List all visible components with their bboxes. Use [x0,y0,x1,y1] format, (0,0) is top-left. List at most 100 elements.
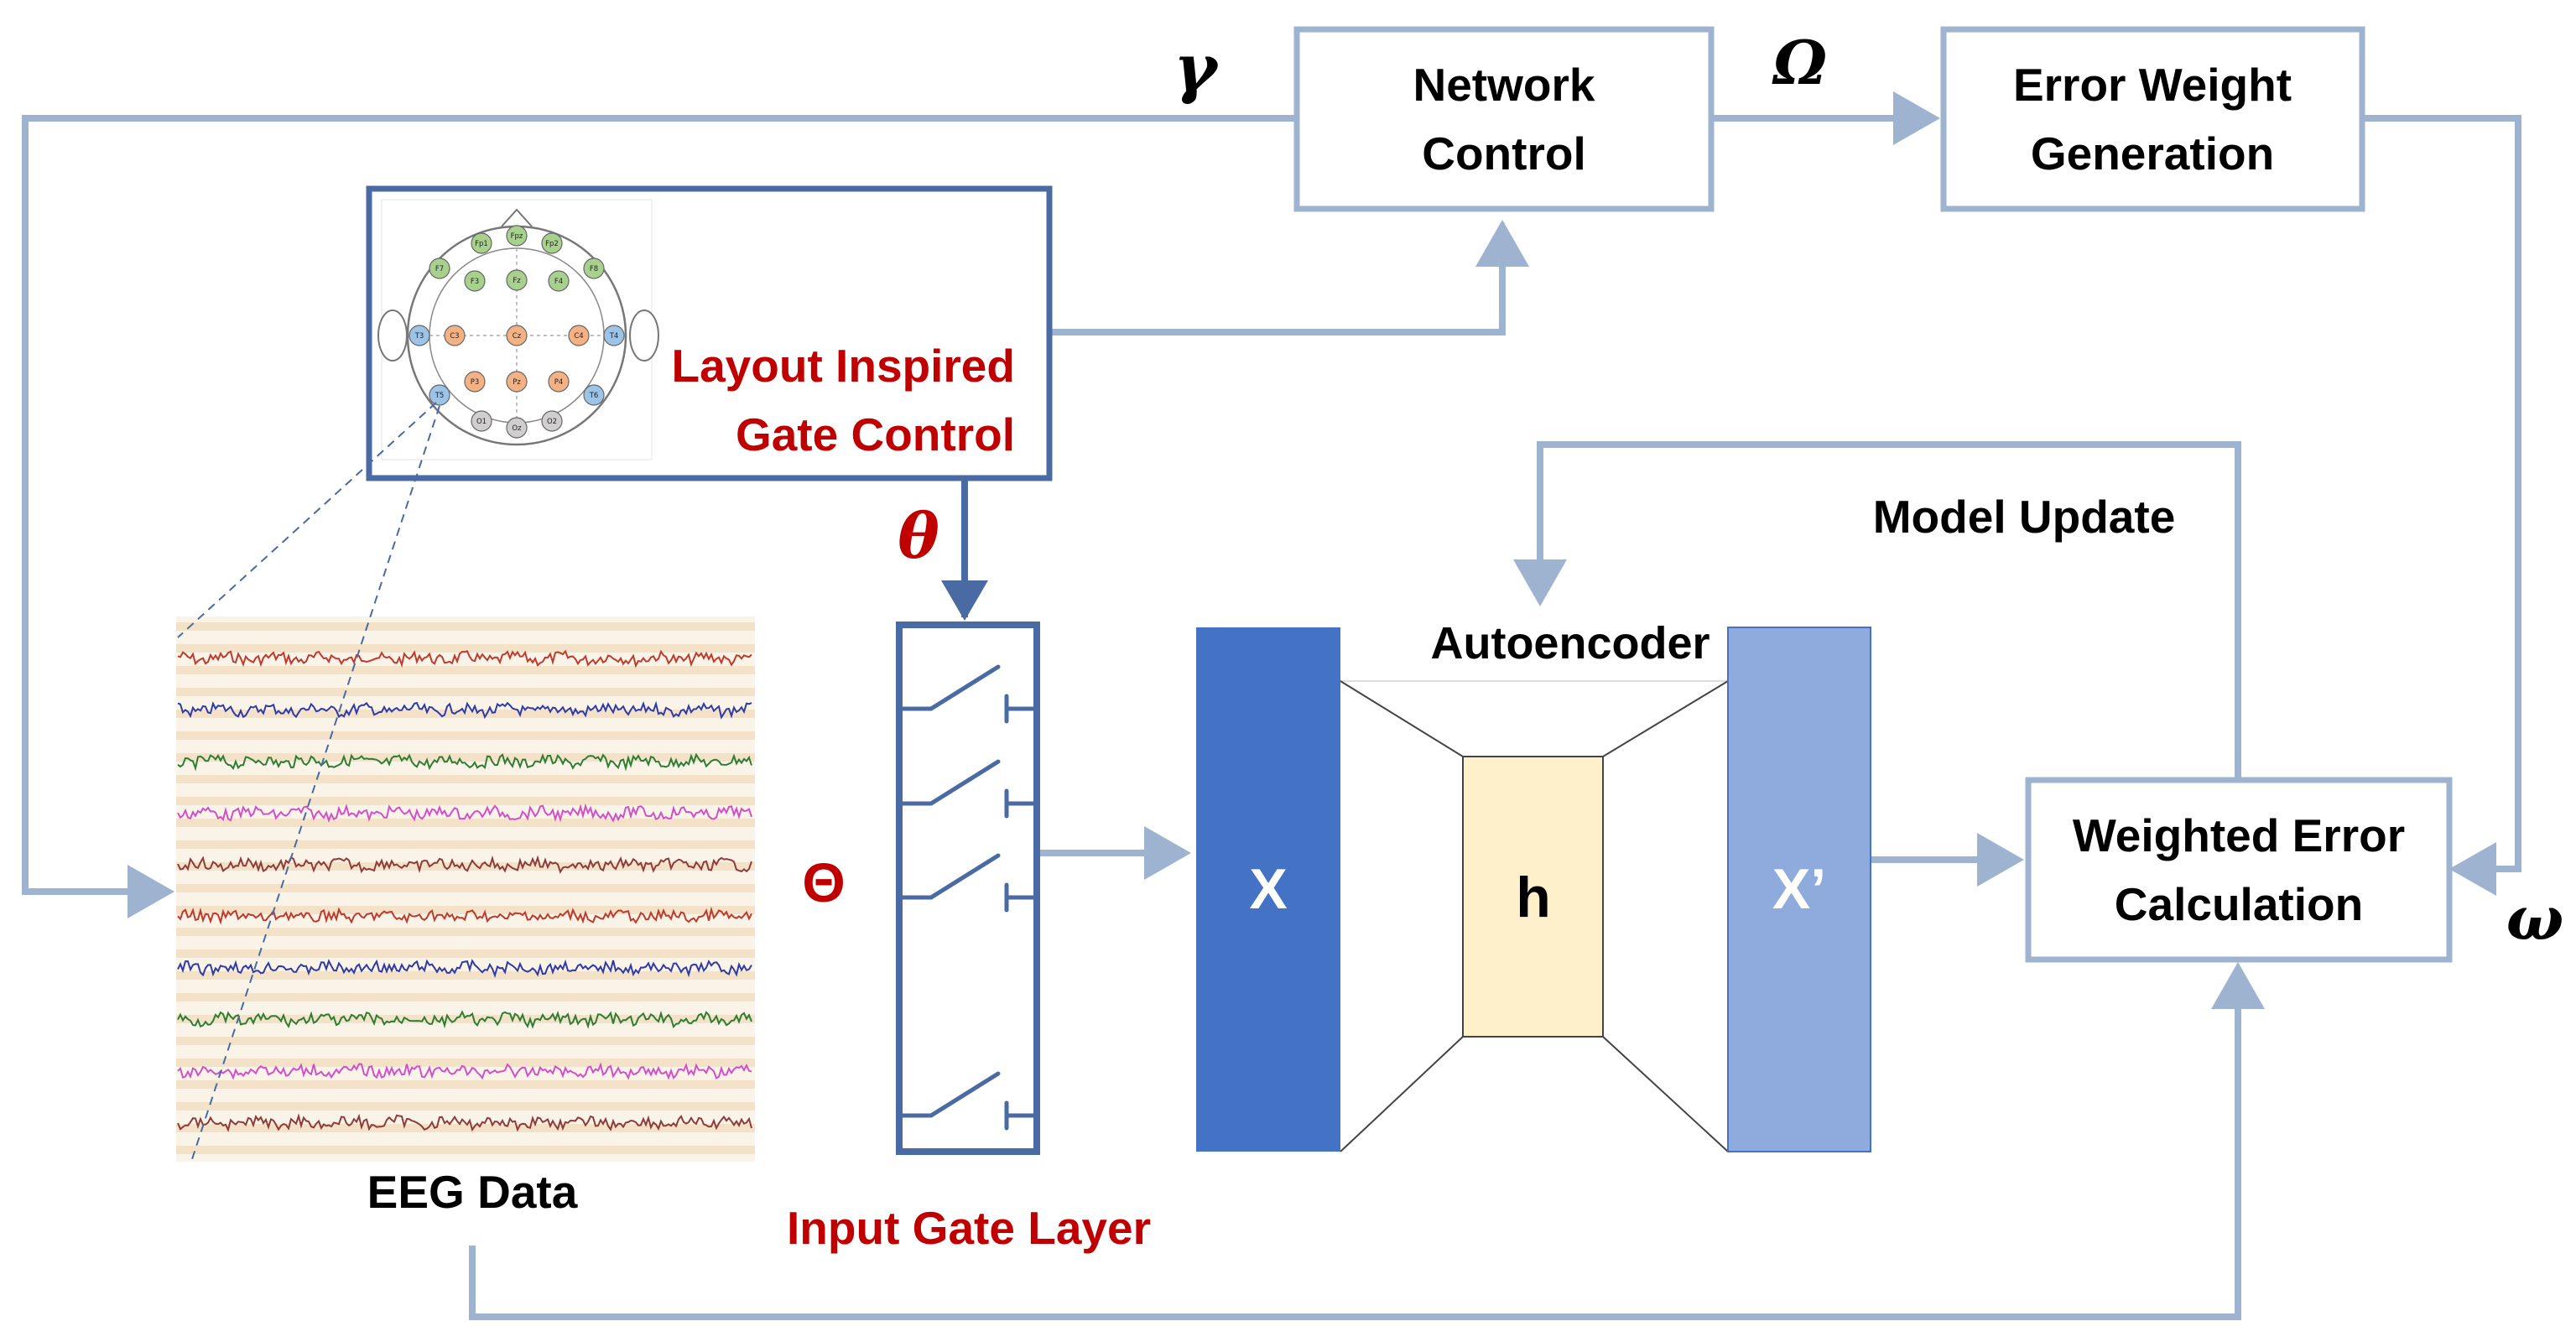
electrode-label: P4 [554,378,564,387]
zoom-line-left [177,402,437,638]
electrode-f3: F3 [464,270,486,292]
autoencoder: Autoencoder X h X’ [1196,618,1871,1152]
eeg-trace [177,855,752,874]
layout-gate-label-1: Layout Inspired [672,340,1016,392]
weighted-error-box: Weighted Error Calculation [2025,777,2453,963]
eeg-trace [177,700,752,720]
electrode-label: T4 [609,332,619,341]
electrode-t3: T3 [409,325,430,346]
network-control-label-2: Control [1422,127,1586,179]
connectors [22,91,2521,1320]
x-input-block [1196,627,1340,1152]
nose-icon [501,208,533,227]
gate-switch [897,759,1039,819]
gate-switch [897,664,1039,724]
gamma-feedback-arrow [22,115,1297,918]
electrode-fp1: Fp1 [471,232,492,254]
electrode-oz: Oz [506,417,528,439]
electrode-t5: T5 [429,384,450,406]
zoom-line-right [190,405,440,1163]
electrode-cz: Cz [506,325,528,346]
gate-switch [897,1071,1039,1131]
electrode-f4: F4 [548,270,570,292]
eeg-trace [177,1113,752,1132]
x-label: X [1249,857,1287,921]
theta-cap-symbol: Θ [802,851,845,913]
electrode-p3: P3 [464,371,486,393]
electrode-label: Pz [513,378,521,387]
electrode-label: F8 [590,265,598,273]
electrode-o1: O1 [471,410,492,432]
electrode-label: Fp2 [545,240,559,248]
omega-arrow [2362,115,2521,896]
electrode-label: C3 [450,332,459,341]
model-update-label: Model Update [1873,491,2176,543]
electrode-label: Cz [513,332,522,341]
weighted-error-label-1: Weighted Error [2073,809,2405,861]
electrode-label: Fpz [511,232,523,241]
network-control-label-1: Network [1413,59,1595,111]
layout-to-network-arrow [1049,220,1529,336]
eeg-data-label: EEG Data [367,1166,578,1218]
eeg-trace [177,649,752,668]
network-control-box: Network Control [1293,26,1715,212]
gate-switches [897,664,1039,1131]
omega-cap-symbol: Ω [1772,27,1827,98]
electrode-label: F4 [554,278,563,286]
x-prime-output-block [1727,627,1871,1152]
input-gate-layer: Input Gate Layer [787,622,1151,1254]
weighted-error-label-2: Calculation [2115,878,2363,930]
eeg-trace [177,1010,752,1029]
electrode-label: T3 [414,332,424,341]
layout-gate-control-box: Layout Inspired Gate Control Fp1 FpzFp2F7… [366,185,1053,481]
electrode-p4: P4 [548,371,570,393]
error-weight-box: Error Weight Generation [1940,26,2365,212]
eeg-trace [177,752,752,772]
electrode-fp2: Fp2 [541,232,563,254]
gate-switch [897,853,1039,913]
eeg-trace [177,1062,752,1080]
electrode-label: O1 [476,418,487,426]
electrode-label: F3 [471,278,479,286]
electrode-label: T5 [435,392,445,400]
electrode-label: Fz [513,277,521,285]
right-ear-icon [629,309,659,362]
electrode-label: P3 [471,378,480,387]
electrode-f8: F8 [583,257,605,279]
electrode-label: F7 [435,265,444,273]
layout-gate-label-2: Gate Control [736,408,1015,460]
electrode-fz: Fz [506,269,528,291]
eeg-to-error-arrow [469,962,2265,1320]
eeg-data-panel: EEG Data [176,402,755,1218]
electrode-t6: T6 [583,384,605,406]
electrode-o2: O2 [541,410,563,432]
error-weight-label-1: Error Weight [2013,59,2292,111]
electrode-fpz: Fpz [506,225,528,247]
error-weight-label-2: Generation [2031,127,2274,179]
electrode-pz: Pz [506,371,528,393]
theta-symbol: θ [898,501,939,573]
eeg-trace [177,959,752,979]
h-latent-block [1462,756,1604,1038]
electrode-c4: C4 [568,325,590,346]
gamma-symbol: γ [1174,30,1220,107]
electrode-label: C4 [574,332,583,341]
input-gate-layer-label: Input Gate Layer [787,1202,1151,1254]
omega-symbol: ω [2506,882,2564,954]
h-label: h [1516,866,1551,929]
electrode-t4: T4 [603,325,625,346]
eeg-trace [177,803,752,823]
electrode-label: Oz [512,424,522,433]
model-update-arrow [1513,441,2241,778]
electrode-f7: F7 [429,257,450,279]
autoencoder-label: Autoencoder [1430,618,1710,668]
electrode-label: Fp1 [475,240,488,248]
electrode-label: O2 [547,418,557,426]
left-ear-icon [377,309,408,362]
electrode-c3: C3 [444,325,466,346]
x-prime-label: X’ [1772,857,1826,921]
electrode-label: T6 [589,392,599,400]
